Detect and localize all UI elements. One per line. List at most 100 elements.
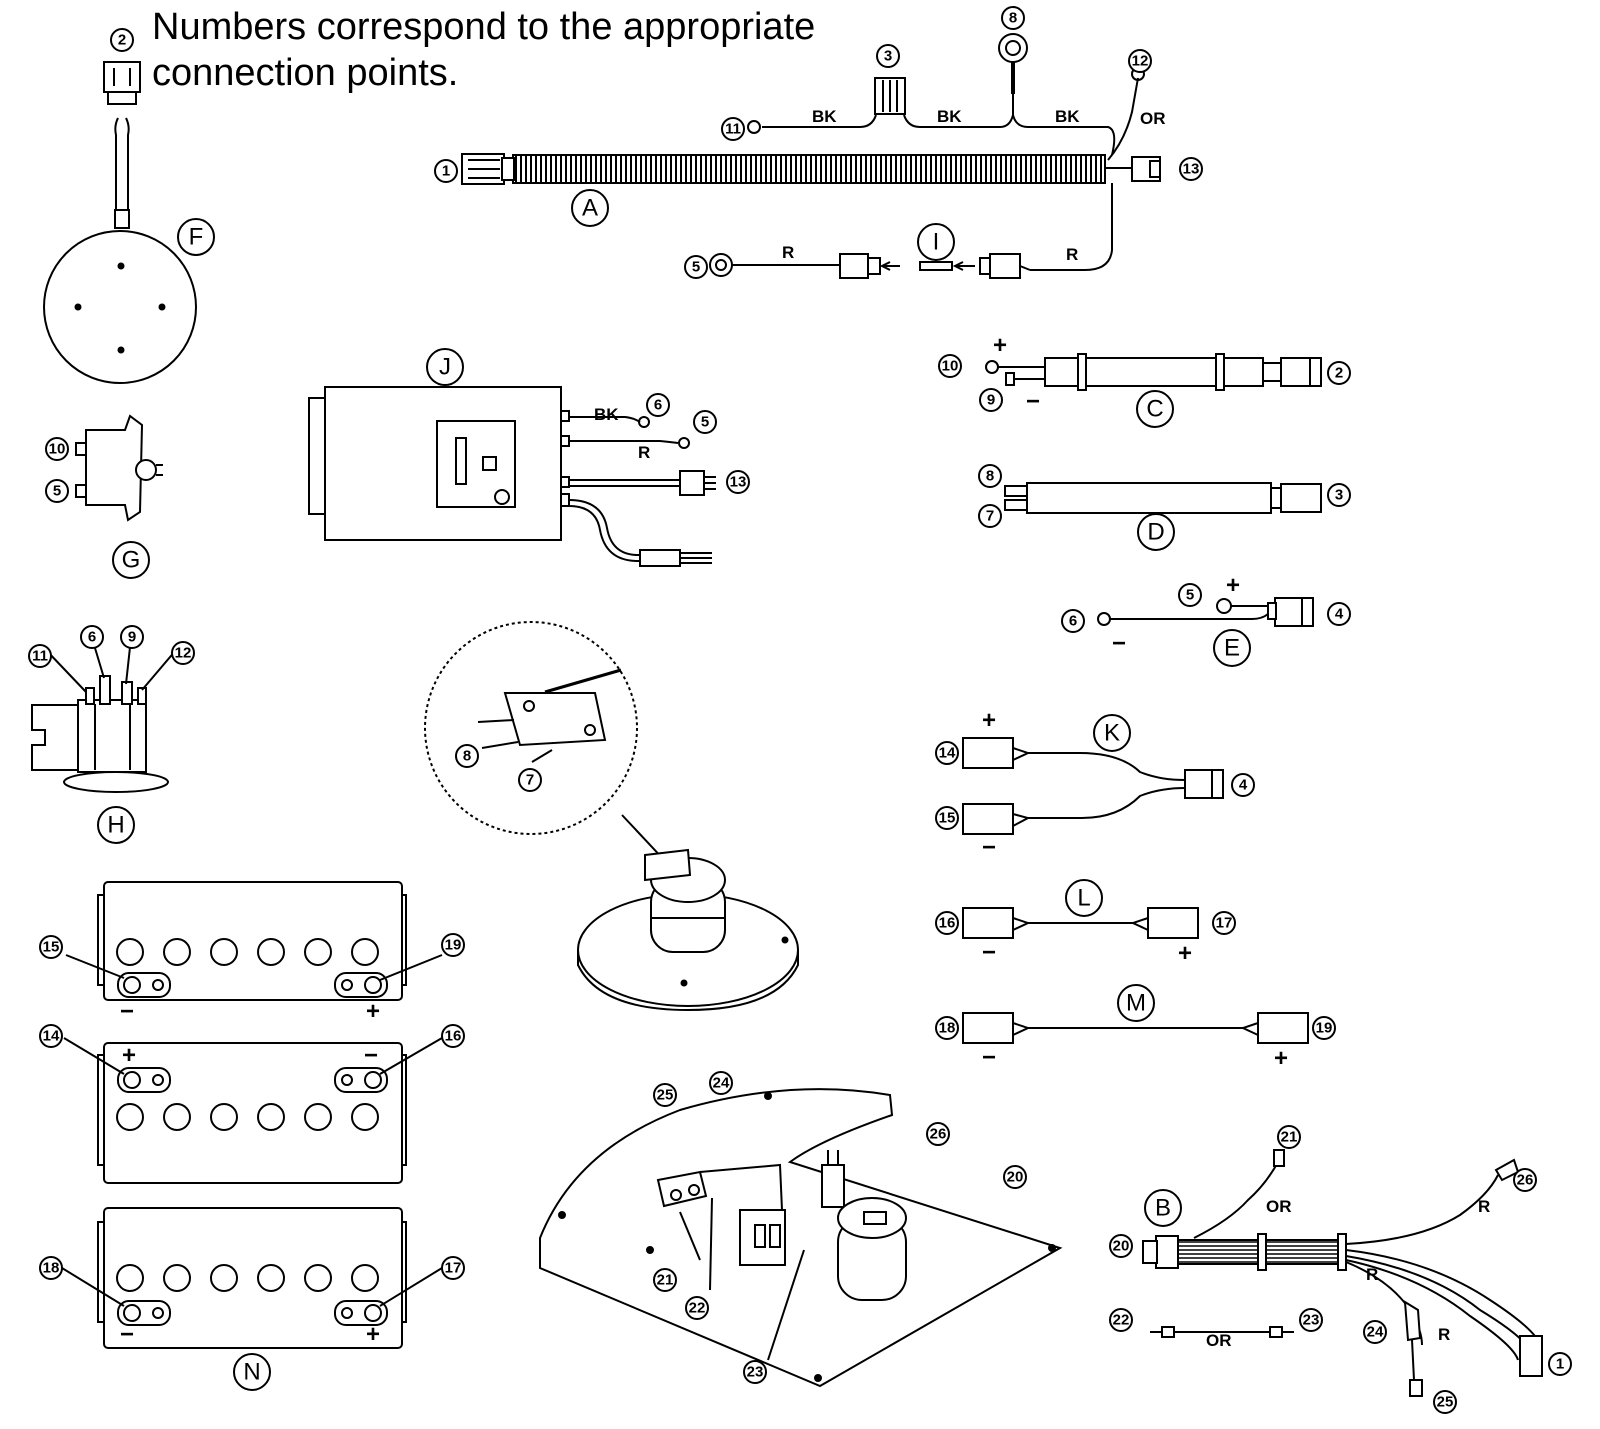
wire-label-r-b1: R — [1478, 1197, 1490, 1216]
connection-point-7: 7 — [518, 768, 542, 792]
svg-text:1: 1 — [1556, 1356, 1564, 1373]
connection-point-5: 5 — [684, 255, 708, 279]
connection-point-10: 10 — [45, 437, 69, 461]
connection-point-14: 14 — [39, 1024, 63, 1048]
wire-label-bk-3: BK — [1055, 107, 1080, 126]
connection-point-6: 6 — [80, 625, 104, 649]
svg-text:21: 21 — [657, 1272, 674, 1289]
svg-text:3: 3 — [1335, 487, 1343, 504]
wire-label-bk-j: BK — [594, 405, 619, 424]
component-label-b: B — [1144, 1189, 1182, 1227]
svg-text:4: 4 — [1335, 606, 1344, 623]
connection-point-14: 14 — [935, 741, 959, 765]
connection-point-25: 25 — [1433, 1390, 1457, 1414]
svg-text:17: 17 — [1216, 915, 1233, 932]
svg-text:24: 24 — [713, 1075, 730, 1092]
svg-text:19: 19 — [445, 937, 462, 954]
connection-point-8: 8 — [1001, 6, 1025, 30]
svg-text:8: 8 — [1009, 10, 1017, 27]
svg-text:23: 23 — [747, 1364, 764, 1381]
svg-text:14: 14 — [43, 1028, 60, 1045]
svg-text:20: 20 — [1113, 1238, 1130, 1255]
svg-text:16: 16 — [939, 915, 956, 932]
title-line-2: connection points. — [152, 52, 459, 94]
component-G — [75, 414, 163, 522]
component-H — [31, 637, 177, 793]
connection-point-18: 18 — [935, 1016, 959, 1040]
wire-label-bk-1: BK — [812, 107, 837, 126]
svg-text:17: 17 — [445, 1260, 462, 1277]
component-label-f: F — [177, 218, 215, 256]
connection-point-20: 20 — [1109, 1234, 1133, 1258]
connection-point-21: 21 — [1277, 1125, 1301, 1149]
svg-text:C: C — [1146, 396, 1163, 423]
component-label-i: I — [917, 223, 955, 261]
sign-k-neg: − — [982, 834, 996, 861]
sign-m-pos: + — [1274, 1045, 1288, 1072]
sign-e-neg: − — [1112, 630, 1126, 657]
connection-point-26: 26 — [926, 1122, 950, 1146]
connection-point-6: 6 — [1061, 609, 1085, 633]
component-L — [962, 907, 1199, 939]
sign-c-pos: + — [993, 332, 1007, 359]
sign-c-neg: − — [1026, 388, 1040, 415]
connection-point-15: 15 — [39, 935, 63, 959]
connection-point-16: 16 — [441, 1024, 465, 1048]
component-K — [962, 737, 1224, 835]
sign-n1-neg: − — [120, 998, 134, 1025]
component-label-g: G — [112, 541, 150, 579]
svg-text:11: 11 — [32, 648, 48, 665]
connection-point-9: 9 — [120, 625, 144, 649]
connection-point-19: 19 — [441, 933, 465, 957]
component-label-d: D — [1137, 513, 1175, 551]
connection-point-9: 9 — [979, 388, 1003, 412]
sign-n2-neg: − — [364, 1042, 378, 1069]
svg-text:11: 11 — [725, 121, 741, 138]
connection-point-17: 17 — [441, 1256, 465, 1280]
component-label-j: J — [426, 348, 464, 386]
connection-point-13: 13 — [726, 470, 750, 494]
svg-text:15: 15 — [939, 810, 956, 827]
svg-text:10: 10 — [942, 358, 959, 375]
component-label-m: M — [1117, 984, 1155, 1022]
mounting-plate — [539, 1088, 1063, 1388]
component-label-h: H — [97, 806, 135, 844]
svg-text:20: 20 — [1007, 1169, 1024, 1186]
component-J — [308, 386, 716, 567]
component-label-n: N — [233, 1353, 271, 1391]
connection-point-13: 13 — [1179, 157, 1203, 181]
connection-point-11: 11 — [721, 117, 745, 141]
connection-point-22: 22 — [685, 1296, 709, 1320]
wire-label-r-i2: R — [1066, 245, 1078, 264]
svg-text:6: 6 — [654, 397, 662, 414]
svg-text:5: 5 — [53, 483, 61, 500]
svg-text:18: 18 — [43, 1260, 60, 1277]
component-D — [1004, 482, 1322, 514]
svg-text:22: 22 — [1113, 1312, 1130, 1329]
connection-point-12: 12 — [171, 641, 195, 665]
svg-text:G: G — [122, 547, 141, 574]
svg-text:E: E — [1224, 635, 1240, 662]
component-label-l: L — [1065, 879, 1103, 917]
svg-text:15: 15 — [43, 939, 60, 956]
svg-text:3: 3 — [884, 48, 892, 65]
wire-label-bk-2: BK — [937, 107, 962, 126]
sign-n2-pos: + — [122, 1042, 136, 1069]
component-C — [985, 353, 1322, 391]
component-label-k: K — [1093, 714, 1131, 752]
svg-text:2: 2 — [118, 32, 126, 49]
svg-text:D: D — [1147, 519, 1164, 546]
component-N — [61, 881, 443, 1349]
connection-point-11: 11 — [28, 644, 52, 668]
connection-point-2: 2 — [1327, 361, 1351, 385]
svg-text:19: 19 — [1316, 1020, 1333, 1037]
svg-text:5: 5 — [692, 259, 700, 276]
svg-text:25: 25 — [657, 1087, 674, 1104]
svg-text:7: 7 — [986, 508, 994, 525]
connection-point-4: 4 — [1327, 602, 1351, 626]
svg-text:18: 18 — [939, 1020, 956, 1037]
connection-point-15: 15 — [935, 806, 959, 830]
